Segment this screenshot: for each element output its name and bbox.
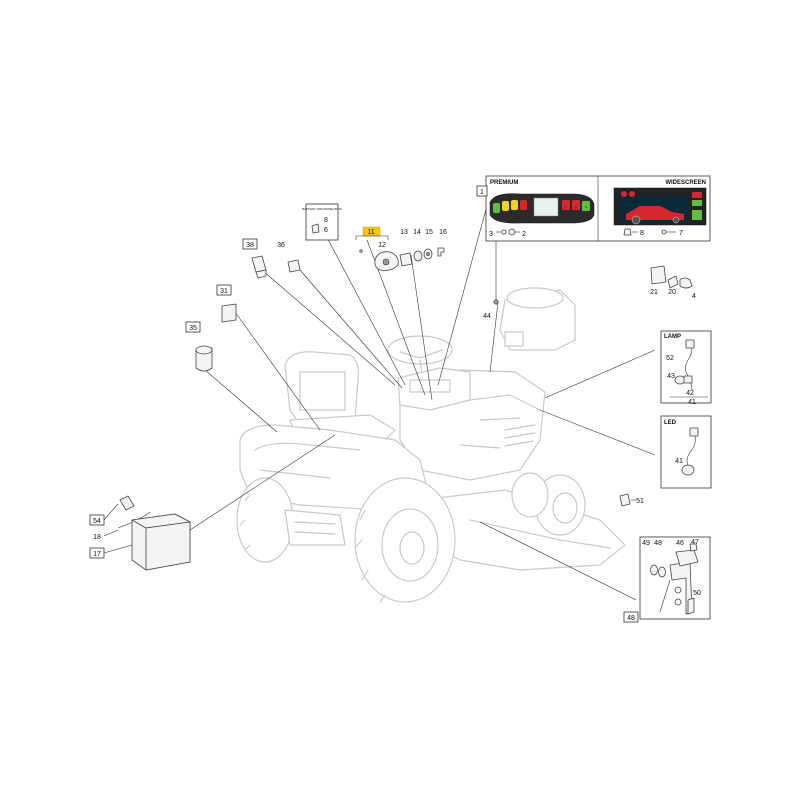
premium-dashboard: L H C [489, 193, 595, 224]
relay-icon [658, 566, 666, 578]
callout-41: 41 [688, 399, 696, 406]
callout-36: 36 [277, 242, 285, 249]
callout-14: 14 [413, 229, 421, 236]
dashboard-options-box: PREMIUM WIDESCREEN L H C [485, 175, 711, 242]
fuse-icon [311, 223, 320, 234]
connector-icon [667, 275, 679, 289]
callout-18: 18 [93, 534, 101, 541]
callout-35: 35 [185, 321, 201, 333]
premium-heading: PREMIUM [490, 180, 518, 186]
callout-labels: 1 3 2 8 7 8 6 11 12 13 14 15 16 38 36 31… [89, 185, 701, 623]
callout-54: 54 [89, 514, 105, 526]
leader-lines [189, 190, 656, 601]
led-connector-icon [689, 427, 699, 437]
relay-icon [675, 549, 699, 567]
callout-1: 1 [476, 185, 488, 197]
rocker-switch-icon [287, 259, 301, 273]
grommet-icon [674, 598, 682, 606]
callout-connectors [103, 231, 676, 554]
svg-text:38: 38 [246, 242, 254, 249]
screw-icon [689, 543, 698, 552]
callout-48: 48 [623, 611, 639, 623]
callout-8: 8 [640, 230, 644, 237]
lamp-box: LAMP [660, 330, 712, 404]
relay-icon [687, 597, 695, 615]
washer-icon [413, 250, 423, 262]
bracket-icon [650, 265, 667, 285]
key-icon [359, 249, 363, 253]
lamp-connector-icon [685, 339, 695, 349]
callout-11: 11 [367, 229, 374, 236]
callout-3: 3 [489, 231, 493, 238]
callout-49: 49 [642, 540, 650, 547]
callout-46: 46 [676, 540, 684, 547]
callout-44: 44 [483, 313, 491, 320]
callout-16: 16 [439, 229, 447, 236]
led-box: LED [660, 415, 712, 489]
lamp-heading: LAMP [664, 334, 681, 340]
callout-12: 12 [378, 242, 386, 249]
svg-text:C: C [585, 205, 588, 209]
svg-text:54: 54 [93, 518, 101, 525]
screw-icon [437, 247, 445, 257]
tractor-outline [236, 287, 626, 603]
callout-15: 15 [425, 229, 433, 236]
callout-17: 17 [89, 547, 105, 559]
led-lamp-icon [681, 464, 695, 476]
callout-7: 7 [679, 230, 683, 237]
grommet-icon [674, 586, 682, 594]
callout-21: 21 [650, 289, 658, 296]
callout-20: 20 [668, 289, 676, 296]
connector-icon [619, 493, 631, 507]
seat-switch-icon [221, 303, 237, 323]
callout-4: 4 [692, 293, 696, 300]
callout-41: 41 [675, 458, 683, 465]
svg-text:31: 31 [220, 288, 228, 295]
svg-text:48: 48 [627, 615, 635, 622]
screw-icon [501, 229, 507, 235]
svg-text:35: 35 [189, 325, 197, 332]
widescreen-display [613, 187, 707, 226]
bulb-holder-icon [399, 252, 413, 267]
callout-43: 43 [667, 373, 675, 380]
screw-icon [493, 299, 499, 305]
relay-box [639, 536, 711, 620]
callout-50: 50 [693, 590, 701, 597]
terminal-cover-icon [119, 495, 135, 511]
callout-51: 51 [636, 498, 644, 505]
small-box-caption: BATTERY DISCONNECTION [302, 207, 342, 211]
small-parts: BATTERY DISCONNECTION [117, 203, 693, 571]
screw-icon [661, 229, 667, 235]
lamp-bulb-icon [674, 375, 686, 385]
svg-text:17: 17 [93, 551, 101, 558]
relay-icon [650, 564, 658, 576]
callout-6: 6 [324, 227, 328, 234]
callout-42: 42 [686, 390, 694, 397]
svg-text:H: H [575, 205, 577, 209]
clip-icon [623, 228, 632, 236]
svg-text:1: 1 [480, 189, 484, 196]
toggle-switch-icon [251, 255, 267, 273]
nut-icon [508, 228, 516, 236]
led-heading: LED [664, 420, 677, 426]
connector-icon [679, 277, 693, 289]
svg-text:L: L [565, 205, 567, 209]
callout-52: 52 [666, 355, 674, 362]
widescreen-heading: WIDESCREEN [665, 180, 706, 186]
callout-38: 38 [242, 238, 258, 250]
callout-31: 31 [216, 284, 232, 296]
callout-13: 13 [400, 229, 408, 236]
callout-2: 2 [522, 231, 526, 238]
callout-47: 47 [691, 539, 699, 546]
callout-48: 48 [654, 540, 662, 547]
callout-8: 8 [324, 217, 328, 224]
